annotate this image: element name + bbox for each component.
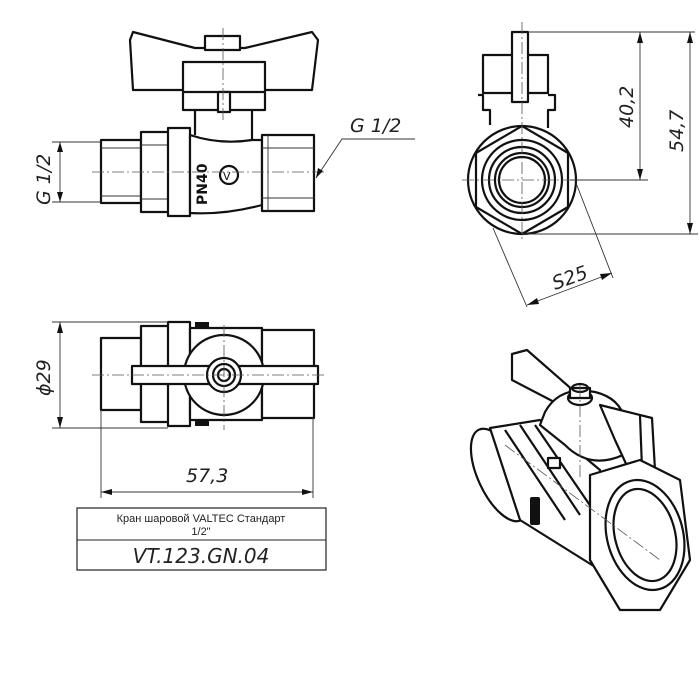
front-view: PN40 V G 1/2 G 1/2 bbox=[33, 28, 415, 218]
product-size: 1/2" bbox=[191, 526, 210, 538]
pn-marking: PN40 bbox=[195, 163, 211, 205]
dim-height-axis: 40,2 bbox=[616, 86, 638, 128]
dim-wrench-size: S25 bbox=[549, 262, 591, 295]
dim-thread-male: G 1/2 bbox=[33, 154, 55, 205]
article-code: VT.123.GN.04 bbox=[133, 544, 270, 568]
side-view: 40,2 54,7 S25 bbox=[462, 22, 698, 308]
dim-body-diameter: ϕ29 bbox=[33, 359, 55, 396]
logo-glyph: V bbox=[223, 170, 231, 183]
title-block: Кран шаровой VALTEC Стандарт 1/2" VT.123… bbox=[76, 507, 327, 571]
top-view: ϕ29 57,3 bbox=[33, 320, 325, 498]
dim-total-length: 57,3 bbox=[186, 465, 228, 487]
dim-thread-female: G 1/2 bbox=[350, 115, 401, 137]
isometric-view bbox=[469, 348, 692, 612]
dim-total-height: 54,7 bbox=[666, 110, 688, 152]
product-name: Кран шаровой VALTEC Стандарт bbox=[117, 513, 286, 525]
